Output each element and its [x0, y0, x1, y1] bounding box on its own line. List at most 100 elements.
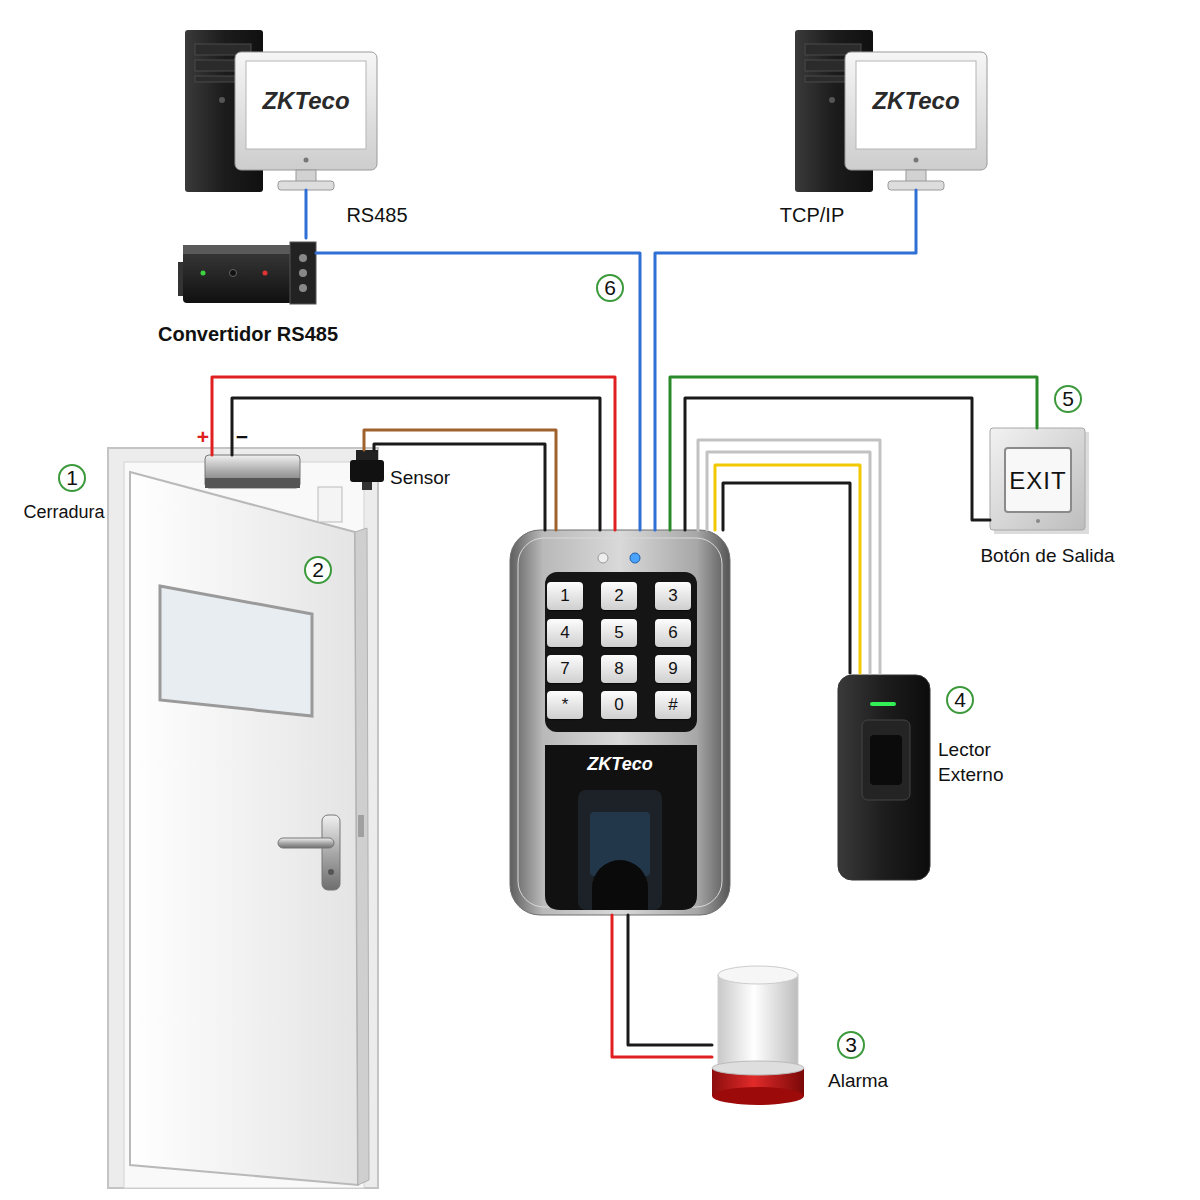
fingerprint-reader: Lector Externo: [838, 673, 930, 880]
keypad-key: 2: [601, 582, 637, 610]
converter-body: [183, 245, 293, 303]
computer: [185, 30, 377, 192]
node-text: 7: [547, 655, 583, 683]
keypad-key: 1: [547, 582, 583, 610]
indicator-led: [598, 553, 608, 563]
callout-number: 6: [595, 273, 625, 303]
keypad-key: 8: [601, 655, 637, 683]
door-leaf: [130, 472, 358, 1185]
indicator-led: [630, 553, 640, 563]
door-frame: [108, 448, 378, 1188]
wire-connector: [698, 440, 880, 673]
node-text: 5: [601, 619, 637, 647]
terminal-screw: [299, 254, 307, 262]
alarm-siren: Alarma: [712, 962, 804, 1108]
wire-connector: [316, 253, 640, 530]
siren-base: [712, 1087, 804, 1105]
wire-group: [212, 190, 1037, 1057]
node-text: ZKTeco: [856, 84, 976, 118]
keypad-key: 4: [547, 619, 583, 647]
siren-top: [718, 966, 798, 984]
door-edge: [355, 528, 369, 1185]
keyhole: [328, 869, 334, 875]
handle-plate: [322, 815, 340, 890]
node-text: 2: [601, 582, 637, 610]
node-text: 8: [601, 655, 637, 683]
siren-rim: [712, 1061, 804, 1075]
keypad-panel: [545, 572, 697, 732]
node-text: 3: [655, 582, 691, 610]
node-text: 6: [655, 619, 691, 647]
wire-connector: [715, 465, 860, 673]
terminal-screw: [299, 284, 307, 292]
fingerprint-window: [578, 790, 662, 910]
wire-connector: [305, 190, 308, 238]
callout-number: 4: [945, 685, 975, 715]
keypad-key: 3: [655, 582, 691, 610]
keypad-key: 9: [655, 655, 691, 683]
siren-body: [718, 975, 798, 1070]
computer: [795, 30, 987, 192]
callout-number: 3: [836, 1030, 866, 1060]
callout-number: −: [227, 422, 257, 452]
computer-monitor: ZKTeco: [235, 52, 377, 190]
converter-port: [230, 270, 237, 277]
terminal-screw: [299, 269, 307, 277]
reader-led: [870, 702, 896, 706]
door-sensor: Sensor: [350, 450, 386, 492]
sensor-tip: [362, 482, 372, 490]
reader-window: [862, 720, 910, 800]
callout-number: 1: [57, 463, 87, 493]
door-opening: [124, 462, 364, 1188]
callout-number: 5: [1053, 384, 1083, 414]
node-text: EXIT: [1005, 464, 1071, 498]
wire-connector: [612, 915, 712, 1057]
node-text: 9: [655, 655, 691, 683]
terminal-block: [290, 242, 316, 304]
computer-monitor: ZKTeco: [845, 52, 987, 190]
wire-connector: [655, 190, 916, 530]
door-window: [160, 586, 312, 716]
wire-connector: [628, 915, 712, 1045]
keypad-key: 7: [547, 655, 583, 683]
finger-guide: [592, 860, 648, 910]
keypad-key: 0: [601, 691, 637, 719]
door-handle: [278, 838, 334, 848]
keypad-key: *: [547, 691, 583, 719]
magnetic-lock: [205, 455, 300, 488]
exit-push-area: [1005, 448, 1071, 512]
node-text: 0: [601, 691, 637, 719]
wire-connector: [232, 398, 600, 530]
node-text: Alarma: [828, 1068, 908, 1094]
keypad-key: 6: [655, 619, 691, 647]
node-text: Lector Externo: [938, 736, 1022, 790]
exit-button: EXITBotón de Salida: [990, 428, 1085, 530]
node-text: Sensor: [390, 465, 470, 491]
converter-top: [183, 245, 293, 254]
polarity-mark: +: [188, 422, 218, 452]
node-text: #: [655, 691, 691, 719]
node-text: 4: [547, 619, 583, 647]
reader-body: [838, 675, 930, 880]
wire-connector: [707, 452, 870, 673]
node-text: Cerradura: [14, 500, 114, 526]
wire-connector: [364, 430, 556, 530]
node-text: *: [547, 691, 583, 719]
lock-armature: [318, 487, 342, 522]
terminal-body: [510, 530, 730, 915]
node-text: Botón de Salida: [955, 543, 1140, 569]
node-text: ZKTeco: [565, 752, 675, 778]
keypad-key: #: [655, 691, 691, 719]
connection-label: RS485: [335, 202, 419, 228]
sensor-panel: [545, 745, 697, 910]
connection-label: TCP/IP: [770, 202, 854, 228]
door-sensor-body: [350, 460, 384, 482]
plate-screw: [1036, 519, 1040, 523]
reader-sensor: [870, 735, 902, 785]
node-text: Convertidor RS485: [118, 320, 378, 348]
wire-connector: [374, 444, 545, 530]
rs485-converter: Convertidor RS485: [180, 238, 316, 308]
